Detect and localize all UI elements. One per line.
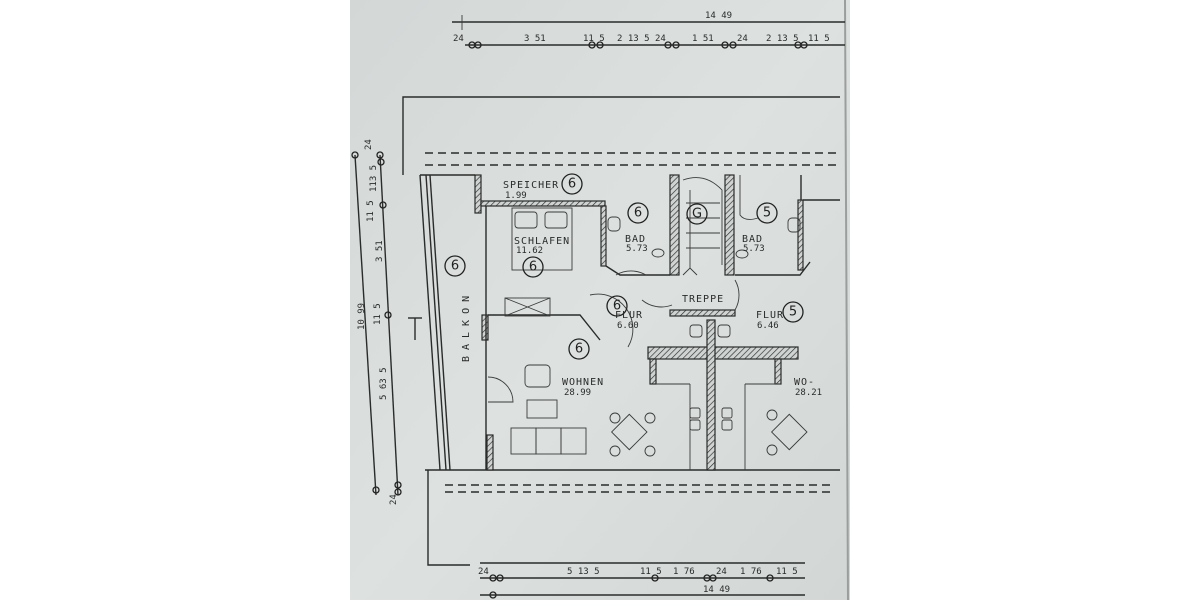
marker: 6 — [634, 206, 642, 221]
dim-bottom: 24 — [478, 567, 489, 577]
room-flur-area: 6.46 — [757, 321, 779, 331]
room-speicher: SPEICHER — [503, 180, 559, 191]
room-labels: SPEICHER 1.99 SCHLAFEN 11.62 BAD 5.73 BA… — [461, 180, 822, 398]
room-bad-area: 5.73 — [743, 244, 765, 254]
dim-top: 3 51 — [524, 34, 546, 44]
room-schlafen-area: 11.62 — [516, 246, 543, 256]
room-balkon: BALKON — [461, 290, 472, 362]
marker: 6 — [529, 260, 537, 275]
dim-top: 24 — [655, 34, 666, 44]
marker: 5 — [763, 206, 771, 221]
marker: 6 — [613, 299, 621, 314]
dim-left: 11 5 — [373, 303, 383, 325]
room-treppe: TREPPE — [682, 294, 724, 305]
photo-background — [350, 0, 850, 600]
room-flur: FLUR — [756, 310, 784, 321]
dim-top-total: 14 49 — [705, 11, 732, 21]
dim-top: 2 13 5 — [617, 34, 650, 44]
room-wohnen: WOHNEN — [562, 377, 604, 388]
dim-top: 11 5 — [583, 34, 605, 44]
dim-bottom: 1 76 — [673, 567, 695, 577]
dim-left: 24 — [389, 494, 399, 505]
marker: 6 — [451, 259, 459, 274]
dim-bottom-total: 14 49 — [703, 585, 730, 595]
top-dimensions: 14 49 24 3 51 11 5 2 13 5 24 1 51 24 2 1… — [452, 11, 845, 49]
room-flur-area: 6.60 — [617, 321, 639, 331]
marker: 6 — [575, 342, 583, 357]
dim-left-total: 10 99 — [357, 303, 367, 330]
room-wohnen: WO- — [794, 377, 815, 388]
dim-bottom: 11 5 — [640, 567, 662, 577]
dim-top: 11 5 — [808, 34, 830, 44]
dim-left: 24 — [364, 139, 374, 150]
roof-outline — [402, 96, 840, 566]
walls — [474, 174, 840, 471]
balcony — [419, 174, 475, 471]
room-wohnen-area: 28.21 — [795, 388, 822, 398]
room-schlafen: SCHLAFEN — [514, 236, 570, 247]
marker: 5 — [789, 305, 797, 320]
room-flur: FLUR — [615, 310, 643, 321]
room-speicher-area: 1.99 — [505, 191, 527, 201]
unit-markers: 6 6 6 G 5 6 6 6 5 — [444, 173, 804, 360]
dim-bottom: 24 — [716, 567, 727, 577]
room-bad: BAD — [742, 234, 763, 245]
dim-left: 11 5 — [366, 200, 376, 222]
screen-edge — [844, 0, 849, 600]
dim-top: 24 — [737, 34, 748, 44]
fixtures — [487, 175, 808, 470]
dim-left: 3 51 — [375, 240, 385, 262]
dim-top: 24 — [453, 34, 464, 44]
left-dimensions: 24 113 5 11 5 3 51 11 5 5 63 5 24 10 99 — [351, 139, 422, 505]
dim-top: 1 51 — [692, 34, 714, 44]
room-bad: BAD — [625, 234, 646, 245]
dim-bottom: 11 5 — [776, 567, 798, 577]
dim-bottom: 1 76 — [740, 567, 762, 577]
dim-left: 113 5 — [369, 165, 379, 192]
dim-top: 2 13 5 — [766, 34, 799, 44]
bottom-dimensions: 24 5 13 5 11 5 1 76 24 1 76 11 5 14 49 — [478, 562, 805, 599]
marker: 6 — [568, 177, 576, 192]
marker: G — [692, 207, 702, 222]
room-wohnen-area: 28.99 — [564, 388, 591, 398]
dim-left: 5 63 5 — [379, 367, 389, 400]
dim-bottom: 5 13 5 — [567, 567, 600, 577]
room-bad-area: 5.73 — [626, 244, 648, 254]
